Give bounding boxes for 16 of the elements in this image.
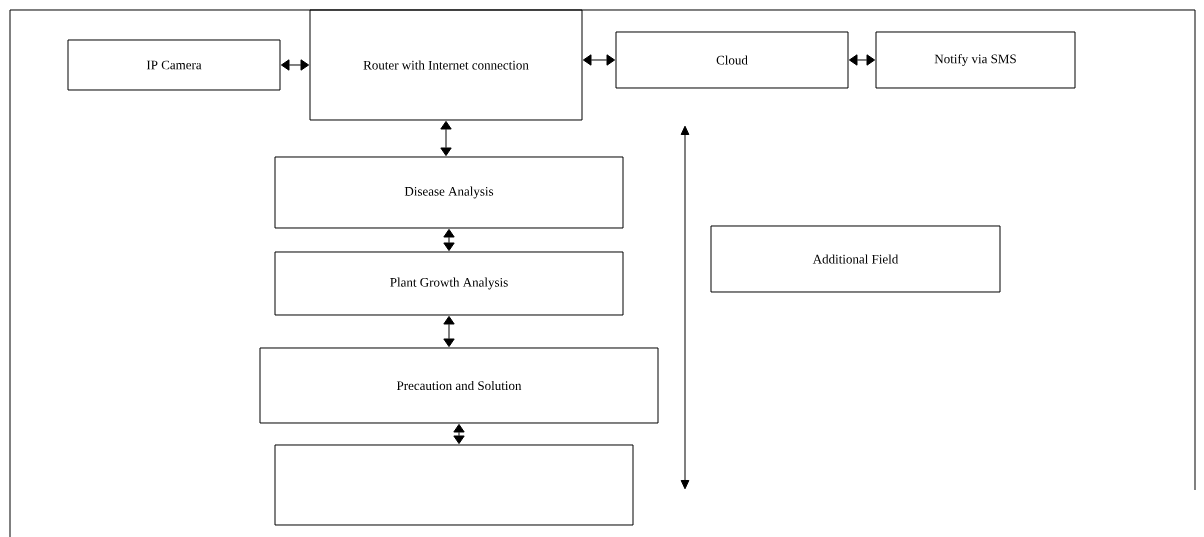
process-box: Precaution and Solution: [259, 347, 659, 424]
process-box: Disease Analysis: [274, 156, 624, 229]
arrow: [443, 315, 455, 348]
arrow: [280, 59, 310, 71]
arrow: [582, 54, 616, 66]
process-box: [274, 444, 634, 526]
arrow: [453, 423, 465, 445]
arrow: [443, 228, 455, 252]
process-box: IP Camera: [67, 39, 281, 91]
process-box: Additional Field: [710, 225, 1001, 293]
process-box: Router with Internet connection: [309, 9, 583, 121]
arrow: [440, 120, 452, 157]
process-box: Cloud: [615, 31, 849, 89]
arrow: [848, 54, 876, 66]
process-box: Plant Growth Analysis: [274, 251, 624, 316]
process-box: Notify via SMS: [875, 31, 1076, 89]
